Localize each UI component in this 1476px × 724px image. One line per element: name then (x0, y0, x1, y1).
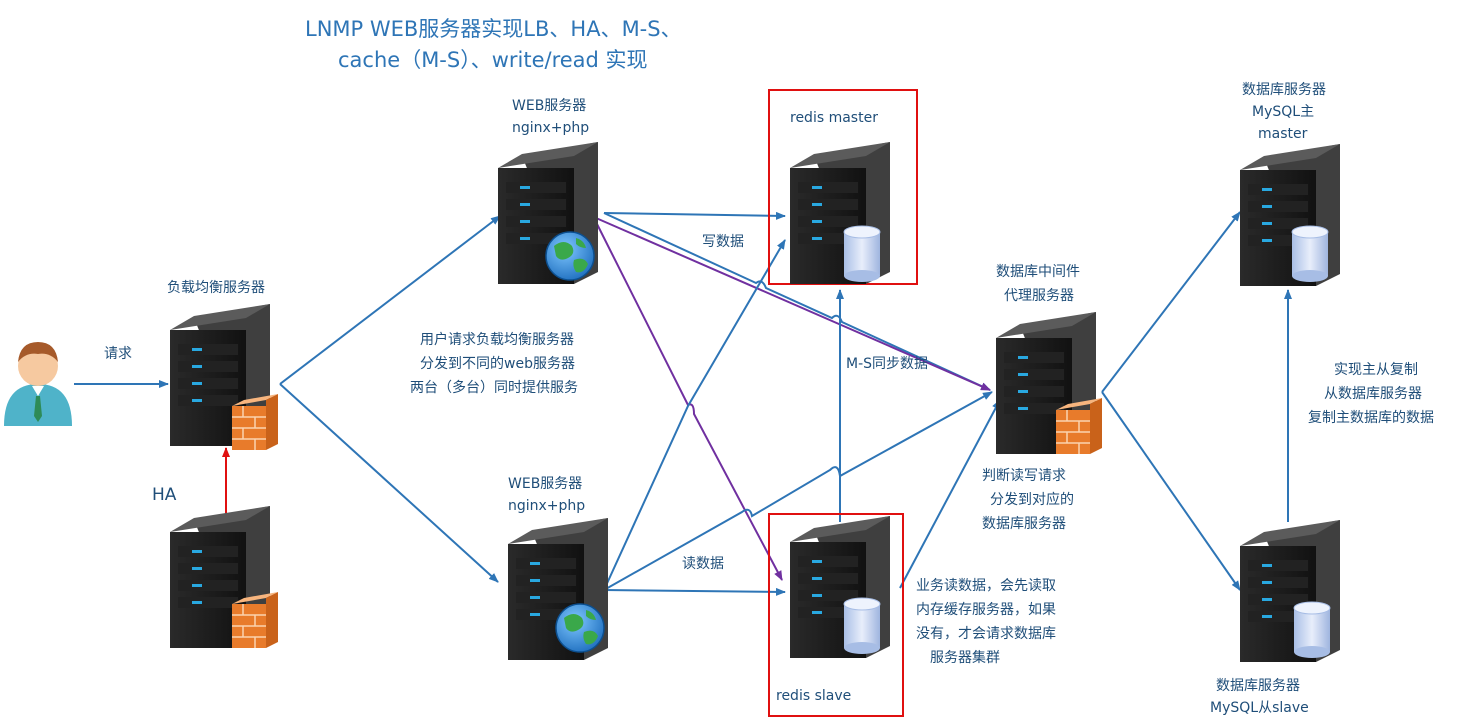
edge-web1-to-proxy-purple (595, 217, 991, 391)
redis-master-label: redis master (790, 110, 878, 126)
edge-proxy-to-mysql-master (1101, 211, 1241, 393)
lb-desc-line2: 分发到不同的web服务器 (420, 356, 575, 372)
lb-desc-line3: 两台（多台）同时提供服务 (410, 379, 578, 396)
cache-desc-line4: 服务器集群 (930, 649, 1000, 666)
web-server-2-label-line2: nginx+php (508, 498, 585, 514)
ms-sync-label: M-S同步数据 (846, 356, 928, 372)
proxy-desc-line1: 判断读写请求 (982, 467, 1066, 484)
ha-label: HA (152, 485, 177, 505)
diagram-title-line1: LNMP WEB服务器实现LB、HA、M-S、 (305, 17, 682, 41)
web-server-2-label-line1: WEB服务器 (508, 476, 582, 492)
edge-web1-to-redis-master (603, 211, 786, 220)
web-server-1-label-line1: WEB服务器 (512, 98, 586, 114)
edge-web2-to-proxy (603, 391, 993, 591)
connections (74, 211, 1292, 596)
db-proxy-label-line1: 数据库中间件 (996, 264, 1080, 280)
cache-desc-line2: 内存缓存服务器，如果 (916, 602, 1056, 618)
db-proxy-server-icon (996, 312, 1103, 455)
lb-desc-line1: 用户请求负载均衡服务器 (420, 331, 574, 348)
edge-web1-to-redis-slave (595, 221, 783, 581)
db-proxy-label-line2: 代理服务器 (1004, 288, 1074, 304)
replication-desc-line2: 从数据库服务器 (1324, 386, 1422, 402)
redis-master-server-icon (790, 142, 890, 284)
mysql-master-server-icon (1240, 144, 1340, 286)
write-data-label: 写数据 (702, 234, 744, 250)
mysql-slave-label-line1: 数据库服务器 (1216, 678, 1300, 694)
edge-web2-to-redis-slave (603, 587, 786, 596)
replication-desc-line3: 复制主数据库的数据 (1308, 409, 1434, 426)
request-label: 请求 (104, 346, 132, 362)
load-balancer-server-icon (170, 304, 279, 451)
mysql-master-label-line2: MySQL主 (1252, 104, 1314, 120)
redis-slave-label: redis slave (776, 688, 851, 704)
web-server-2-icon (508, 518, 608, 660)
redis-slave-server-icon (790, 516, 890, 658)
cache-desc-line3: 没有，才会请求数据库 (916, 626, 1056, 642)
redis-slave-box (768, 513, 904, 717)
web-server-1-label-line2: nginx+php (512, 120, 589, 136)
edge-proxy-to-mysql-slave (1101, 391, 1241, 591)
edge-lb-to-web1 (279, 215, 501, 385)
edge-web2-to-redis-master (603, 239, 786, 591)
web-server-1-icon (498, 142, 598, 284)
load-balancer-label: 负载均衡服务器 (167, 280, 265, 296)
edge-lb-to-web2 (279, 383, 499, 583)
mysql-master-label-line1: 数据库服务器 (1242, 82, 1326, 98)
cache-desc-line1: 业务读数据，会先读取 (916, 577, 1056, 594)
replication-desc-line1: 实现主从复制 (1334, 361, 1418, 378)
proxy-desc-line2: 分发到对应的 (990, 491, 1074, 508)
mysql-slave-label-line2: MySQL从slave (1210, 700, 1309, 716)
redis-master-box (768, 89, 918, 285)
read-data-label: 读数据 (682, 555, 724, 572)
mysql-slave-server-icon (1240, 520, 1340, 662)
user-icon (4, 342, 72, 426)
edge-redis-slave-to-proxy (899, 399, 1001, 589)
diagram-title-line2: cache（M-S）、write/read 实现 (338, 48, 648, 72)
proxy-desc-line3: 数据库服务器 (982, 516, 1066, 532)
ha-backup-server-icon (170, 506, 279, 649)
mysql-master-label-line3: master (1258, 126, 1308, 142)
